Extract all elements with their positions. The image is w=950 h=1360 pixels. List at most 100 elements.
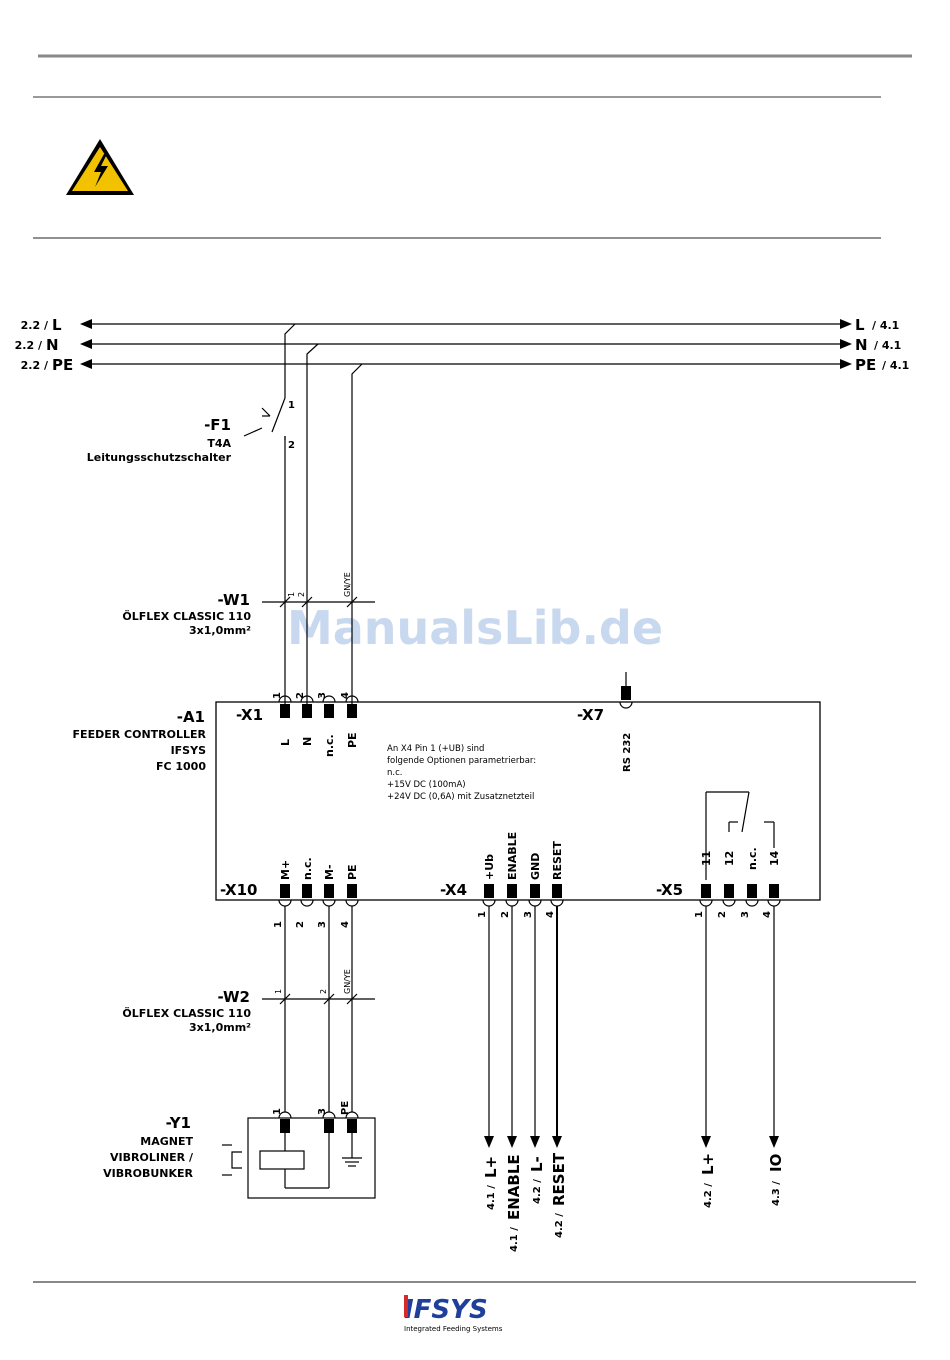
f1-desc: Leitungsschutzschalter [87,451,232,464]
a1-note-3: n.c. [387,768,402,778]
x5-pin-3: 3 [740,911,751,918]
bus-l-out-name: L [855,316,865,334]
bus-n-out-name: N [855,336,868,354]
x5-signal-14: 14 [768,850,781,866]
x1-terminal-1 [280,704,290,718]
x4-pin-2: 2 [500,911,511,918]
y1-terminal-pe [347,1119,357,1133]
w1-core-1: 1 [287,592,296,597]
w2-core-2: 2 [319,989,328,994]
x5-pin-2: 2 [717,911,728,918]
x10-signal-pe: PE [346,864,359,880]
x5-signal-nc: n.c. [746,847,759,870]
logo-tagline: Integrated Feeding Systems [404,1325,503,1333]
w2-tag: -W2 [217,988,250,1006]
x5-out-io-ref: 4.3 / [771,1181,782,1206]
ifsys-logo: IFSYS Integrated Feeding Systems [404,1295,503,1333]
y1-pin-1: 1 [272,1108,283,1115]
bus-l-out-ref: / 4.1 [872,319,899,332]
x1-terminal-2 [302,704,312,718]
y1-terminal-1 [280,1119,290,1133]
x4-terminal-1 [484,884,494,898]
x1-terminal-3 [324,704,334,718]
w2-cable: ÖLFLEX CLASSIC 110 [122,1006,251,1020]
x10-tag: -X10 [220,881,257,899]
x1-signal-pe: PE [346,732,359,748]
bus-l-name: L [52,316,62,334]
w1-tag: -W1 [217,591,250,609]
x10-terminal-3 [324,884,334,898]
bus-pe-out-ref: / 4.1 [882,359,909,372]
x4-terminal-2 [507,884,517,898]
x1-terminal-4 [347,704,357,718]
x4-out-lminus-ref: 4.2 / [532,1179,543,1204]
x4-signal-reset: RESET [551,841,564,880]
x4-signal-enable: ENABLE [506,832,519,880]
x4-out-lplus-ref: 4.1 / [486,1185,497,1210]
bus-pe-name: PE [52,356,73,374]
x5-out-lplus-ref: 4.2 / [703,1183,714,1208]
y1-sockets [278,1111,359,1119]
y1-tag: -Y1 [166,1114,191,1132]
magnet-box-y1 [247,1117,376,1199]
x5-signal-12: 12 [723,851,736,866]
x1-tag: -X1 [236,706,263,724]
x4-output-arrows [484,1136,562,1148]
x10-terminal-2 [302,884,312,898]
x4-terminal-3 [530,884,540,898]
x5-terminal-2 [724,884,734,898]
x10-pin-1: 1 [273,921,284,928]
logo-text: IFSYS [404,1295,488,1325]
a1-note-4: +15V DC (100mA) [387,780,466,790]
x5-pin-1: 1 [694,911,705,918]
x4-out-reset-ref: 4.2 / [554,1213,565,1238]
magnet-coil [222,1133,330,1189]
a1-note-1: An X4 Pin 1 (+UB) sind [387,744,484,754]
x4-out-reset-name: RESET [550,1152,568,1206]
x4-pin-1: 1 [477,911,488,918]
x4-tag: -X4 [440,881,467,899]
x10-signal-nc: n.c. [301,857,314,880]
x7-tag: -X7 [577,706,604,724]
x5-signal-11: 11 [700,851,713,866]
x5-output-arrows [701,1136,779,1148]
x1-signal-nc: n.c. [323,734,336,757]
f1-pin-bottom: 2 [288,440,295,451]
bus-n-ref: 2.2 / [15,339,43,352]
w2-core-1: 1 [274,989,283,994]
x4-pin-4: 4 [545,911,556,918]
y1-terminal-3 [324,1119,334,1133]
x4-signal-ub: +Ub [483,854,496,880]
x4-out-lminus-name: L- [528,1156,546,1172]
f1-rating: T4A [207,437,231,450]
bus-l-ref: 2.2 / [21,319,49,332]
a1-line-1: FEEDER CONTROLLER [73,728,207,741]
x5-terminal-1 [701,884,711,898]
x10-terminal-1 [280,884,290,898]
w2-core-pe: GN/YE [343,969,352,994]
bus-n-out-ref: / 4.1 [874,339,901,352]
x5-sockets [699,899,781,907]
breaker-f1 [243,397,286,440]
y1-line-2: VIBROLINER / [110,1151,194,1164]
motor-wires [284,906,353,1112]
x5-terminal-4 [769,884,779,898]
bus-arrows [80,319,852,369]
high-voltage-warning-icon [66,139,134,195]
bus-pe-ref: 2.2 / [21,359,49,372]
x4-out-lplus-name: L+ [482,1156,500,1178]
bus-n-name: N [46,336,59,354]
a1-line-3: FC 1000 [156,760,206,773]
x5-pin-4: 4 [762,911,773,918]
y1-line-1: MAGNET [140,1135,193,1148]
watermark: ManualsLib.de [287,601,663,655]
a1-note-2: folgende Optionen parametrierbar: [387,756,536,766]
x5-terminal-3 [747,884,757,898]
x10-pin-4: 4 [340,921,351,928]
x4-pin-3: 3 [523,911,534,918]
x5-out-lplus-name: L+ [699,1153,717,1175]
x1-terminals [278,695,359,703]
w2-section: 3x1,0mm² [189,1021,251,1034]
y1-pin-3: 3 [317,1108,328,1115]
